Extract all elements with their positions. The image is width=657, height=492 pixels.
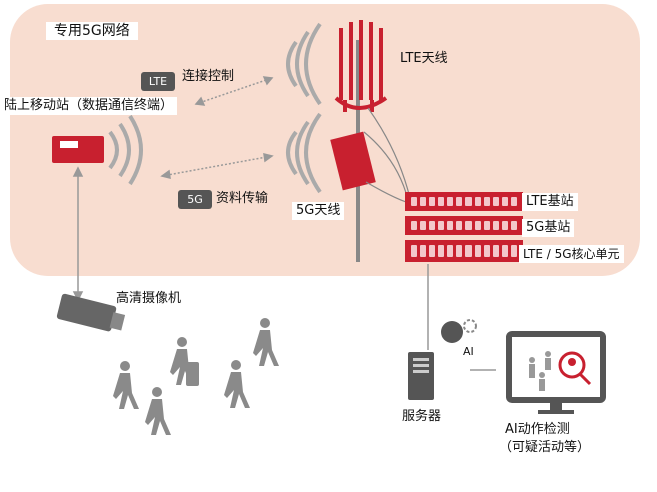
terminal-icon [52, 136, 104, 163]
core-unit-rack [405, 240, 523, 262]
cell-tower-icon [334, 20, 388, 262]
ai-detection-sublabel: （可疑活动等） [499, 440, 591, 455]
camera-label: 高清摄像机 [116, 291, 182, 306]
base-5g-label: 5G基站 [522, 219, 575, 237]
monitor-icon [506, 331, 606, 414]
connect-control-label: 连接控制 [182, 69, 235, 84]
server-icon [408, 352, 434, 400]
data-transfer-label: 资料传输 [216, 191, 269, 206]
pedestrian-icon [113, 318, 279, 435]
lte-base-label: LTE基站 [522, 193, 578, 211]
antenna-5g-label: 5G天线 [292, 202, 345, 220]
camera-icon [56, 293, 126, 332]
ai-head-icon [441, 319, 477, 343]
ai-label: AI [463, 345, 474, 358]
mobile-station-label: 陆上移动站（数据通信终端） [0, 97, 178, 115]
base-station-5g-rack [405, 216, 523, 235]
ai-detection-label: AI动作检测 [505, 422, 570, 437]
lte-antenna-label: LTE天线 [400, 51, 448, 66]
lte-base-station-rack [405, 192, 523, 211]
zone-title: 专用5G网络 [46, 22, 138, 40]
radio-unit-icon [330, 131, 376, 191]
5g-tag: 5G [178, 190, 212, 209]
server-label: 服务器 [402, 409, 442, 424]
core-unit-label: LTE / 5G核心单元 [519, 245, 624, 263]
lte-tag: LTE [141, 72, 175, 91]
signal-waves-icon [286, 22, 322, 194]
